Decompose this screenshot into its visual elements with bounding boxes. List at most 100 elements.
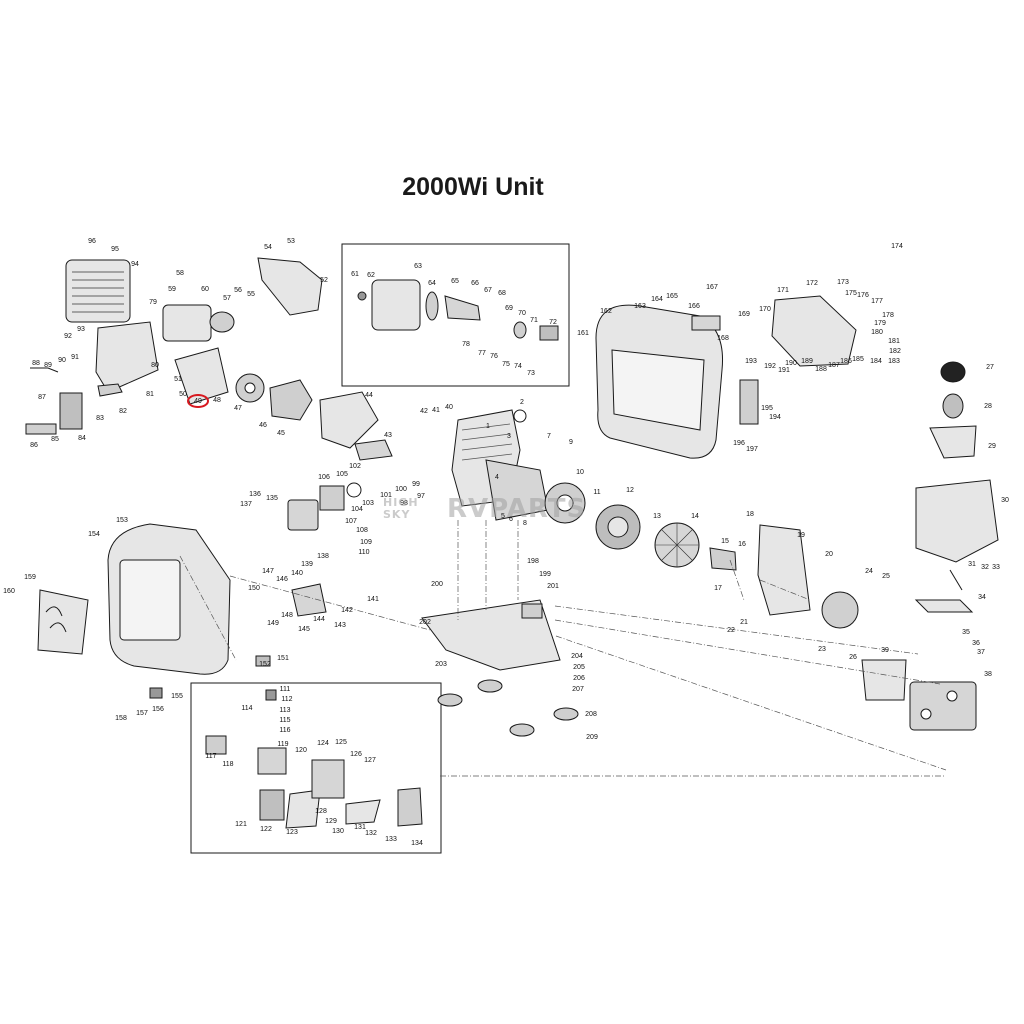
inset-box-carburetor [190, 682, 442, 854]
shroud-group [162, 257, 393, 461]
part-label-77: 77 [478, 350, 486, 357]
part-label-7: 7 [547, 433, 551, 440]
part-label-137: 137 [240, 501, 252, 508]
part-label-201: 201 [547, 583, 559, 590]
part-label-89: 89 [44, 362, 52, 369]
part-label-155: 155 [171, 693, 183, 700]
part-label-125: 125 [335, 739, 347, 746]
part-label-157: 157 [136, 710, 148, 717]
part-label-46: 46 [259, 422, 267, 429]
part-label-47: 47 [234, 405, 242, 412]
part-label-120: 120 [295, 747, 307, 754]
part-label-70: 70 [518, 310, 526, 317]
part-label-193: 193 [745, 358, 757, 365]
part-label-132: 132 [365, 830, 377, 837]
part-label-146: 146 [276, 576, 288, 583]
part-label-58: 58 [176, 270, 184, 277]
part-label-71: 71 [530, 317, 538, 324]
part-label-139: 139 [301, 561, 313, 568]
part-label-25: 25 [882, 573, 890, 580]
part-label-116: 116 [279, 727, 290, 734]
part-label-66: 66 [471, 280, 479, 287]
part-label-147: 147 [262, 568, 274, 575]
part-label-141: 141 [367, 596, 379, 603]
part-label-42: 42 [420, 408, 428, 415]
part-label-143: 143 [334, 622, 346, 629]
part-label-102: 102 [349, 463, 361, 470]
part-label-43: 43 [384, 432, 392, 439]
part-label-91: 91 [71, 354, 79, 361]
part-label-45: 45 [277, 430, 285, 437]
part-label-111: 111 [280, 686, 291, 693]
part-label-115: 115 [279, 717, 290, 724]
part-label-38: 38 [984, 671, 992, 678]
fuel-tank-group [915, 361, 999, 591]
part-label-13: 13 [653, 513, 661, 520]
part-label-76: 76 [490, 353, 498, 360]
part-label-22: 22 [727, 627, 735, 634]
part-label-6: 6 [509, 516, 513, 523]
part-label-68: 68 [498, 290, 506, 297]
part-label-126: 126 [350, 751, 362, 758]
part-label-200: 200 [431, 581, 443, 588]
part-label-100: 100 [395, 486, 407, 493]
part-label-56: 56 [234, 287, 242, 294]
part-label-136: 136 [249, 491, 261, 498]
part-label-165: 165 [666, 293, 678, 300]
part-label-203: 203 [435, 661, 447, 668]
diagram-title: 2000Wi Unit [402, 173, 544, 201]
part-label-11: 11 [593, 489, 600, 496]
part-label-59: 59 [168, 286, 176, 293]
part-label-150: 150 [248, 585, 260, 592]
part-label-73: 73 [527, 370, 535, 377]
part-label-180: 180 [871, 329, 883, 336]
part-label-192: 192 [764, 363, 776, 370]
part-label-50: 50 [179, 391, 187, 398]
part-label-94: 94 [131, 261, 139, 268]
part-label-16: 16 [738, 541, 746, 548]
part-label-182: 182 [889, 348, 901, 355]
engine-group [451, 409, 549, 521]
part-label-128: 128 [315, 808, 327, 815]
part-label-54: 54 [264, 244, 272, 251]
part-label-209: 209 [586, 734, 598, 741]
part-label-74: 74 [514, 363, 522, 370]
part-label-33: 33 [992, 564, 1000, 571]
part-label-169: 169 [738, 311, 750, 318]
part-label-40: 40 [445, 404, 453, 411]
part-label-104: 104 [351, 506, 363, 513]
part-label-176: 176 [857, 292, 869, 299]
part-label-78: 78 [462, 341, 470, 348]
part-label-88: 88 [32, 360, 40, 367]
part-label-187: 187 [828, 362, 840, 369]
part-label-103: 103 [362, 500, 374, 507]
part-label-160: 160 [3, 588, 15, 595]
part-label-114: 114 [241, 705, 252, 712]
part-label-51: 51 [174, 376, 182, 383]
part-label-158: 158 [115, 715, 127, 722]
part-label-92: 92 [64, 333, 72, 340]
part-label-208: 208 [585, 711, 597, 718]
part-label-87: 87 [38, 394, 46, 401]
part-label-109: 109 [360, 539, 372, 546]
part-label-198: 198 [527, 558, 539, 565]
part-label-44: 44 [365, 392, 373, 399]
part-label-39: 39 [881, 647, 889, 654]
part-label-153: 153 [116, 517, 128, 524]
watermark-top: HIGH [383, 496, 419, 509]
part-label-117: 117 [205, 753, 216, 760]
part-label-23: 23 [818, 646, 826, 653]
part-label-152: 152 [259, 661, 271, 668]
part-label-181: 181 [888, 338, 900, 345]
part-label-90: 90 [58, 357, 66, 364]
part-label-191: 191 [778, 367, 790, 374]
inset-box-air-filter [341, 243, 570, 387]
part-label-113: 113 [279, 707, 290, 714]
part-label-21: 21 [740, 619, 748, 626]
part-label-130: 130 [332, 828, 344, 835]
part-label-207: 207 [572, 686, 584, 693]
part-label-184: 184 [870, 358, 882, 365]
part-label-175: 175 [845, 290, 857, 297]
